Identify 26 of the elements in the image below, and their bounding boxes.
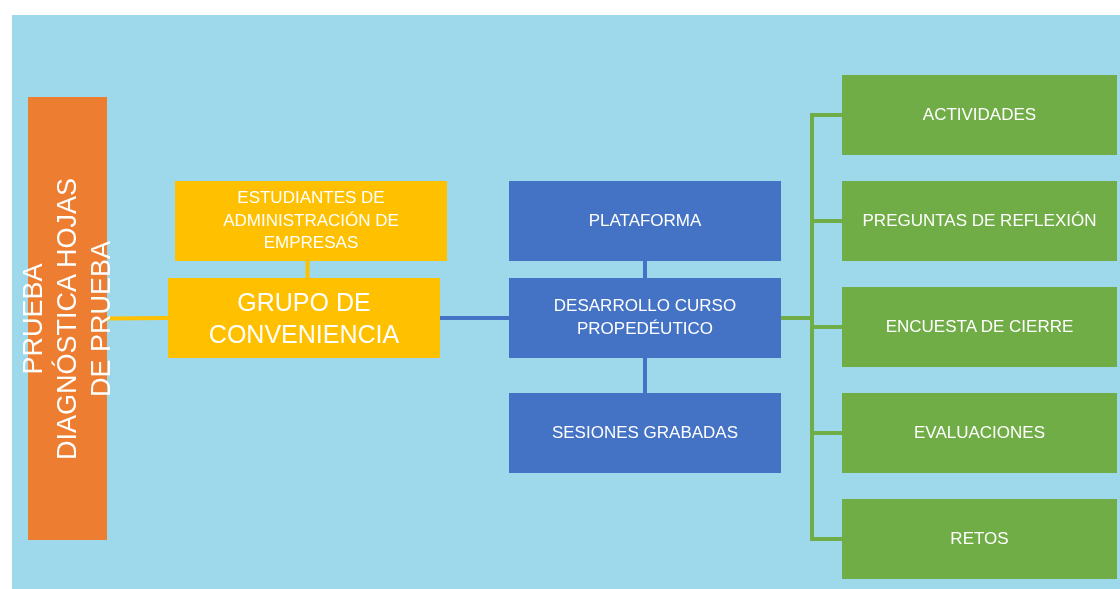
connector-line [107,316,168,321]
process-box [509,181,781,261]
process-box [842,181,1117,261]
connector-line [643,261,647,278]
connector-line [643,358,647,393]
process-box [175,181,447,261]
box-label: RETOS [950,527,1009,550]
connector-line [440,316,509,320]
box-label: ESTUDIANTES DE ADMINISTRACIÓN DE EMPRESAS [222,186,400,255]
box-label: ACTIVIDADES [922,103,1037,126]
process-box [168,278,440,358]
connector-line [305,261,310,278]
process-box [509,393,781,473]
process-box [842,75,1117,155]
box-label: PRUEBA DIAGNÓSTICA HOJAS DE PRUEBA [16,176,117,462]
process-box [509,278,781,358]
box-label: DESARROLLO CURSO PROPEDÉUTICO [552,295,738,340]
process-box [842,393,1117,473]
box-label: EVALUACIONES [914,421,1045,444]
box-label: ENCUESTA DE CIERRE [885,315,1074,338]
box-label: PLATAFORMA [588,209,702,232]
box-label: GRUPO DE CONVENIENCIA [207,286,401,350]
box-label: PREGUNTAS DE REFLEXIÓN [862,209,1097,232]
box-label: SESIONES GRABADAS [551,421,739,444]
process-box [842,287,1117,367]
process-box [842,499,1117,579]
